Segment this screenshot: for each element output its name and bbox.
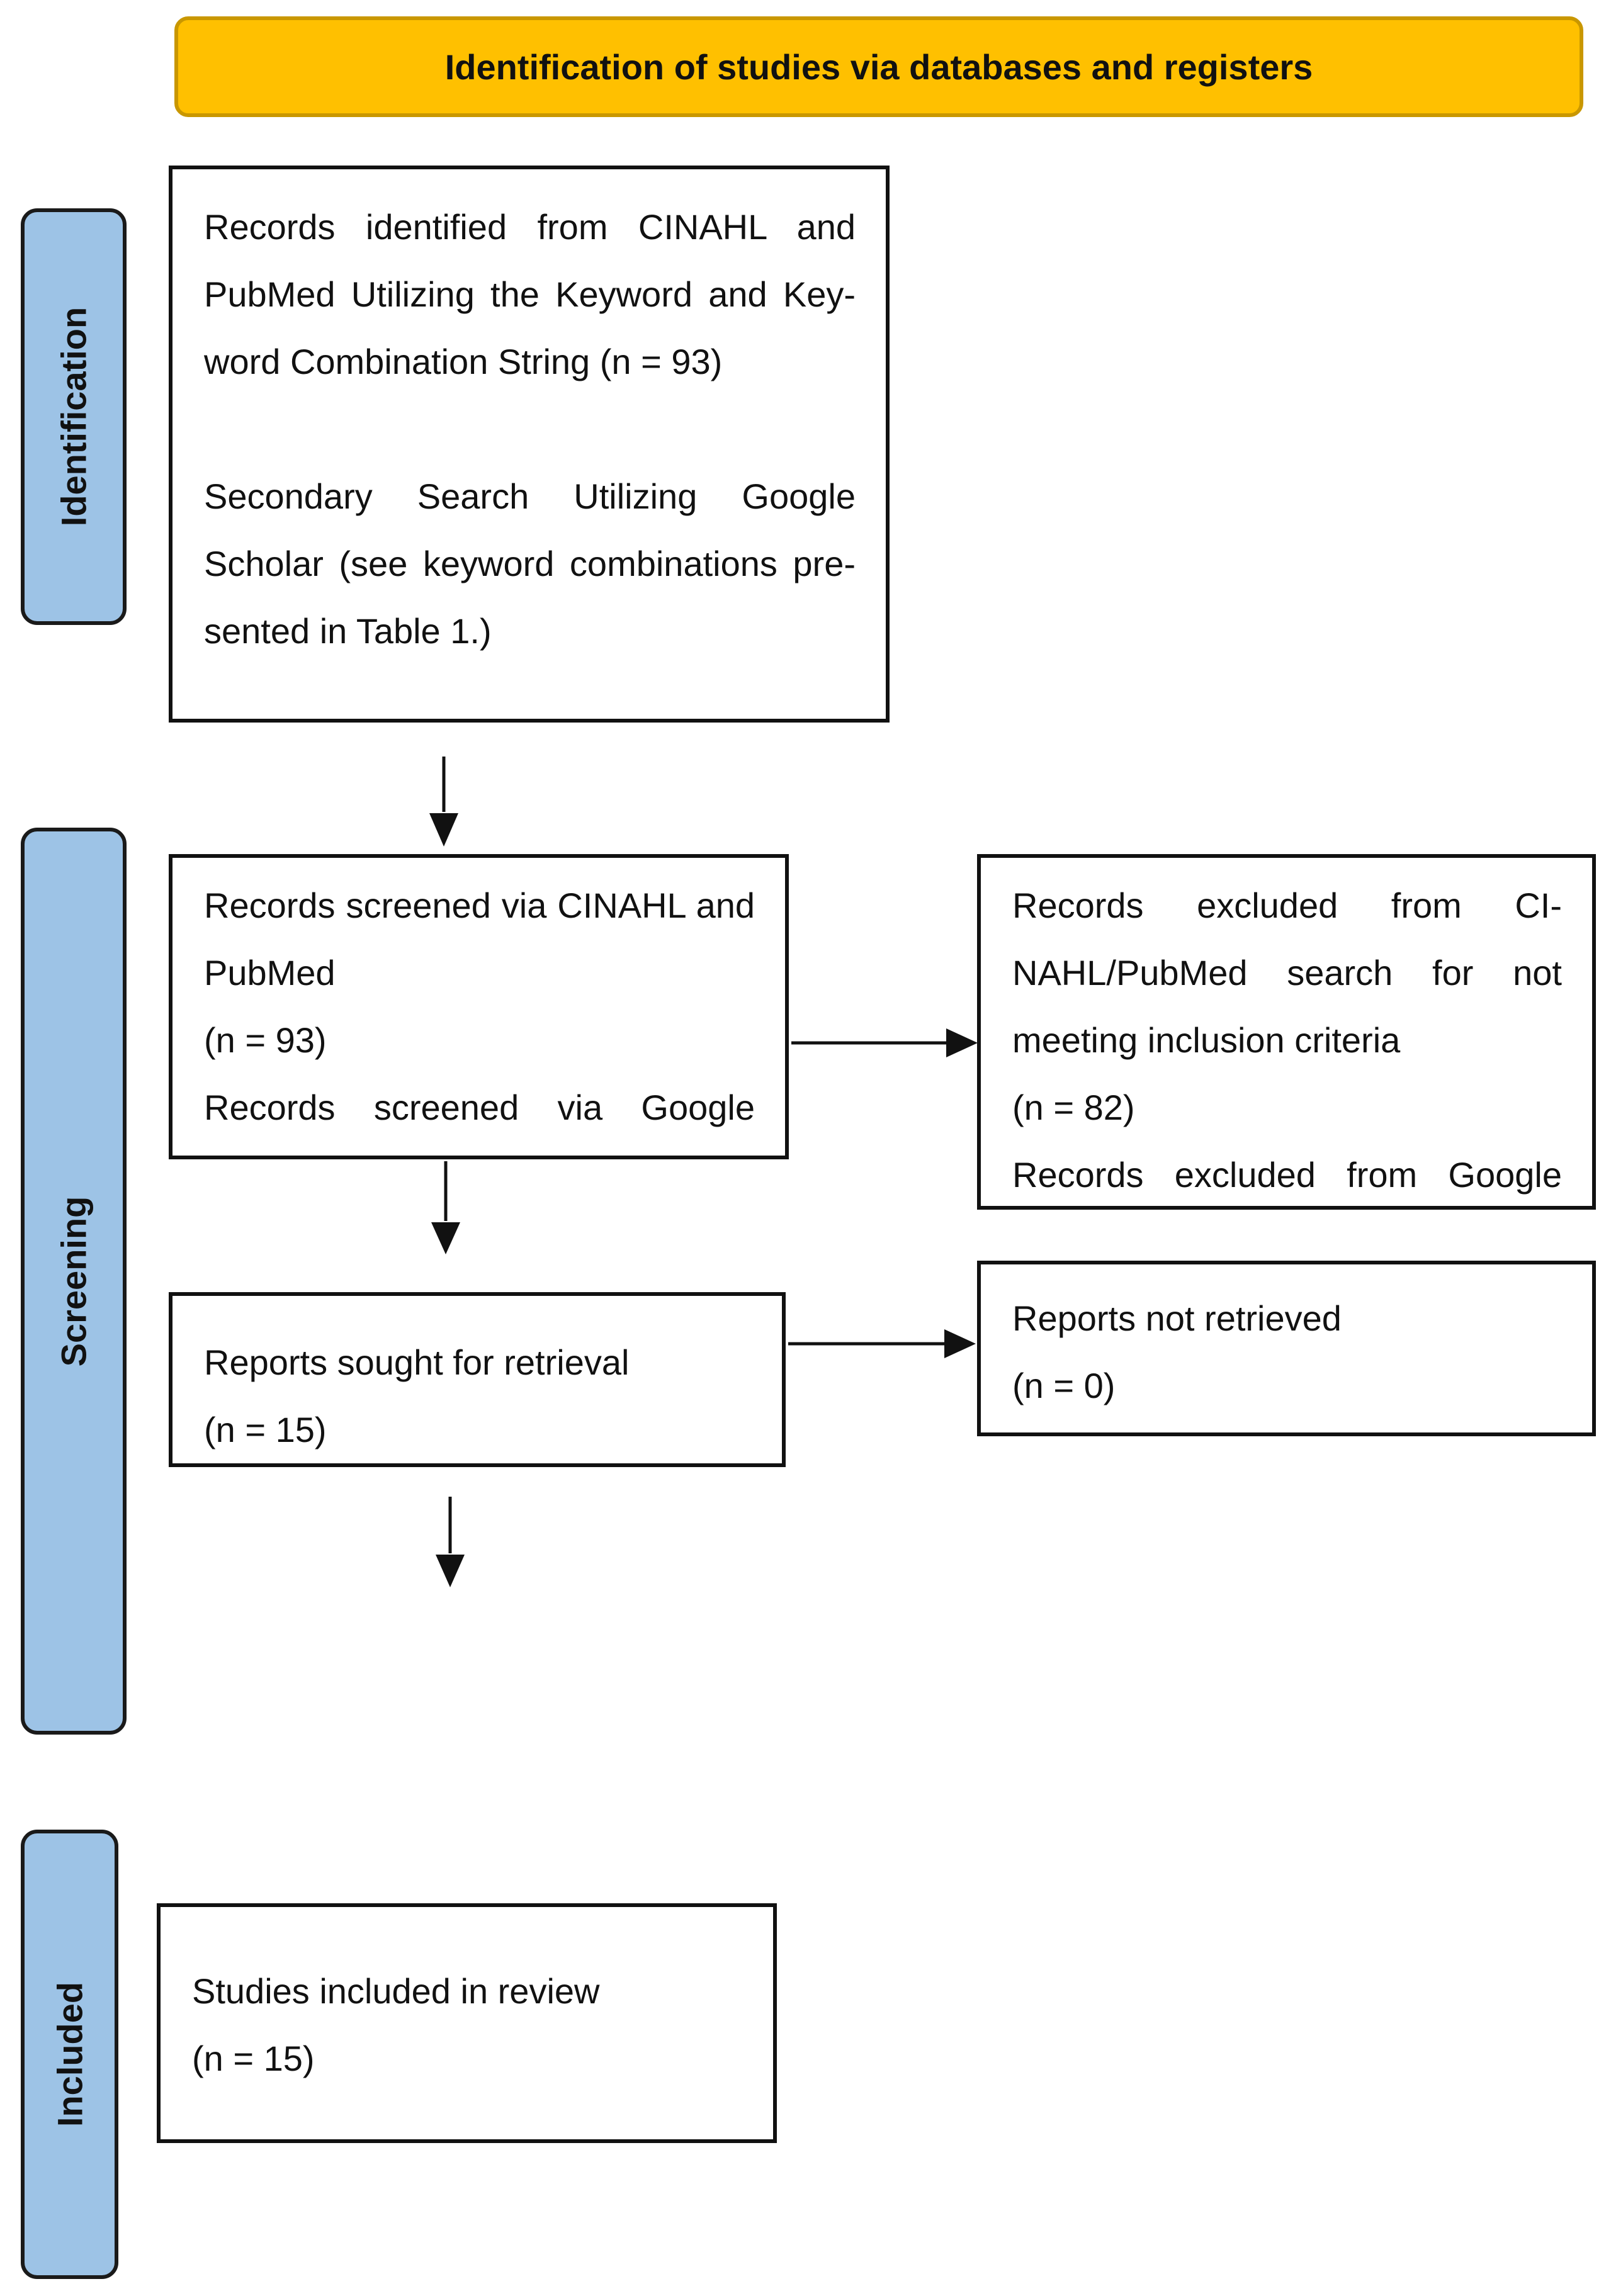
phase-included: Included xyxy=(21,1830,118,2279)
records-identified-box: Records identified from CINAHL and PubMe… xyxy=(169,166,890,723)
arrow-sought-to-included xyxy=(436,1497,465,1587)
arrow-sought-to-not-retrieved xyxy=(788,1329,976,1358)
reports-not-retrieved-text: Reports not retrieved xyxy=(1012,1298,1342,1338)
arrow-identified-to-screened xyxy=(429,757,458,847)
studies-included-text: Studies included in review xyxy=(192,1971,600,2011)
records-screened-cinahl-text: Records screened via CINAHL and PubMed xyxy=(204,886,755,993)
records-identified-text: Records identified from CINAHL and PubMe… xyxy=(204,207,856,381)
studies-included-count: (n = 15) xyxy=(192,2039,315,2078)
records-screened-google-text: Records screened via Google xyxy=(204,1088,755,1127)
arrow-screened-to-sought xyxy=(431,1161,460,1254)
records-excluded-google-text: Records excluded from Google xyxy=(1012,1155,1562,1195)
reports-sought-box: Reports sought for retrieval (n = 15) xyxy=(169,1292,786,1467)
secondary-search-text: Secondary Search Utilizing Google Schola… xyxy=(204,476,856,651)
phase-identification: Identification xyxy=(21,208,127,625)
records-excluded-box: Records excluded from CI-NAHL/PubMed sea… xyxy=(977,854,1596,1210)
records-screened-count: (n = 93) xyxy=(204,1020,327,1060)
reports-not-retrieved-count: (n = 0) xyxy=(1012,1366,1116,1405)
banner-title: Identification of studies via databases … xyxy=(444,47,1313,87)
records-excluded-text: Records excluded from CI-NAHL/PubMed sea… xyxy=(1012,886,1562,1060)
identification-banner: Identification of studies via databases … xyxy=(174,16,1583,117)
phase-screening: Screening xyxy=(21,828,127,1735)
studies-included-box: Studies included in review (n = 15) xyxy=(157,1903,777,2143)
reports-not-retrieved-box: Reports not retrieved (n = 0) xyxy=(977,1261,1596,1436)
arrow-screened-to-excluded xyxy=(791,1028,978,1057)
reports-sought-count: (n = 15) xyxy=(204,1410,327,1449)
reports-sought-text: Reports sought for retrieval xyxy=(204,1342,630,1382)
records-screened-box: Records screened via CINAHL and PubMed (… xyxy=(169,854,789,1159)
records-excluded-count: (n = 82) xyxy=(1012,1088,1135,1127)
